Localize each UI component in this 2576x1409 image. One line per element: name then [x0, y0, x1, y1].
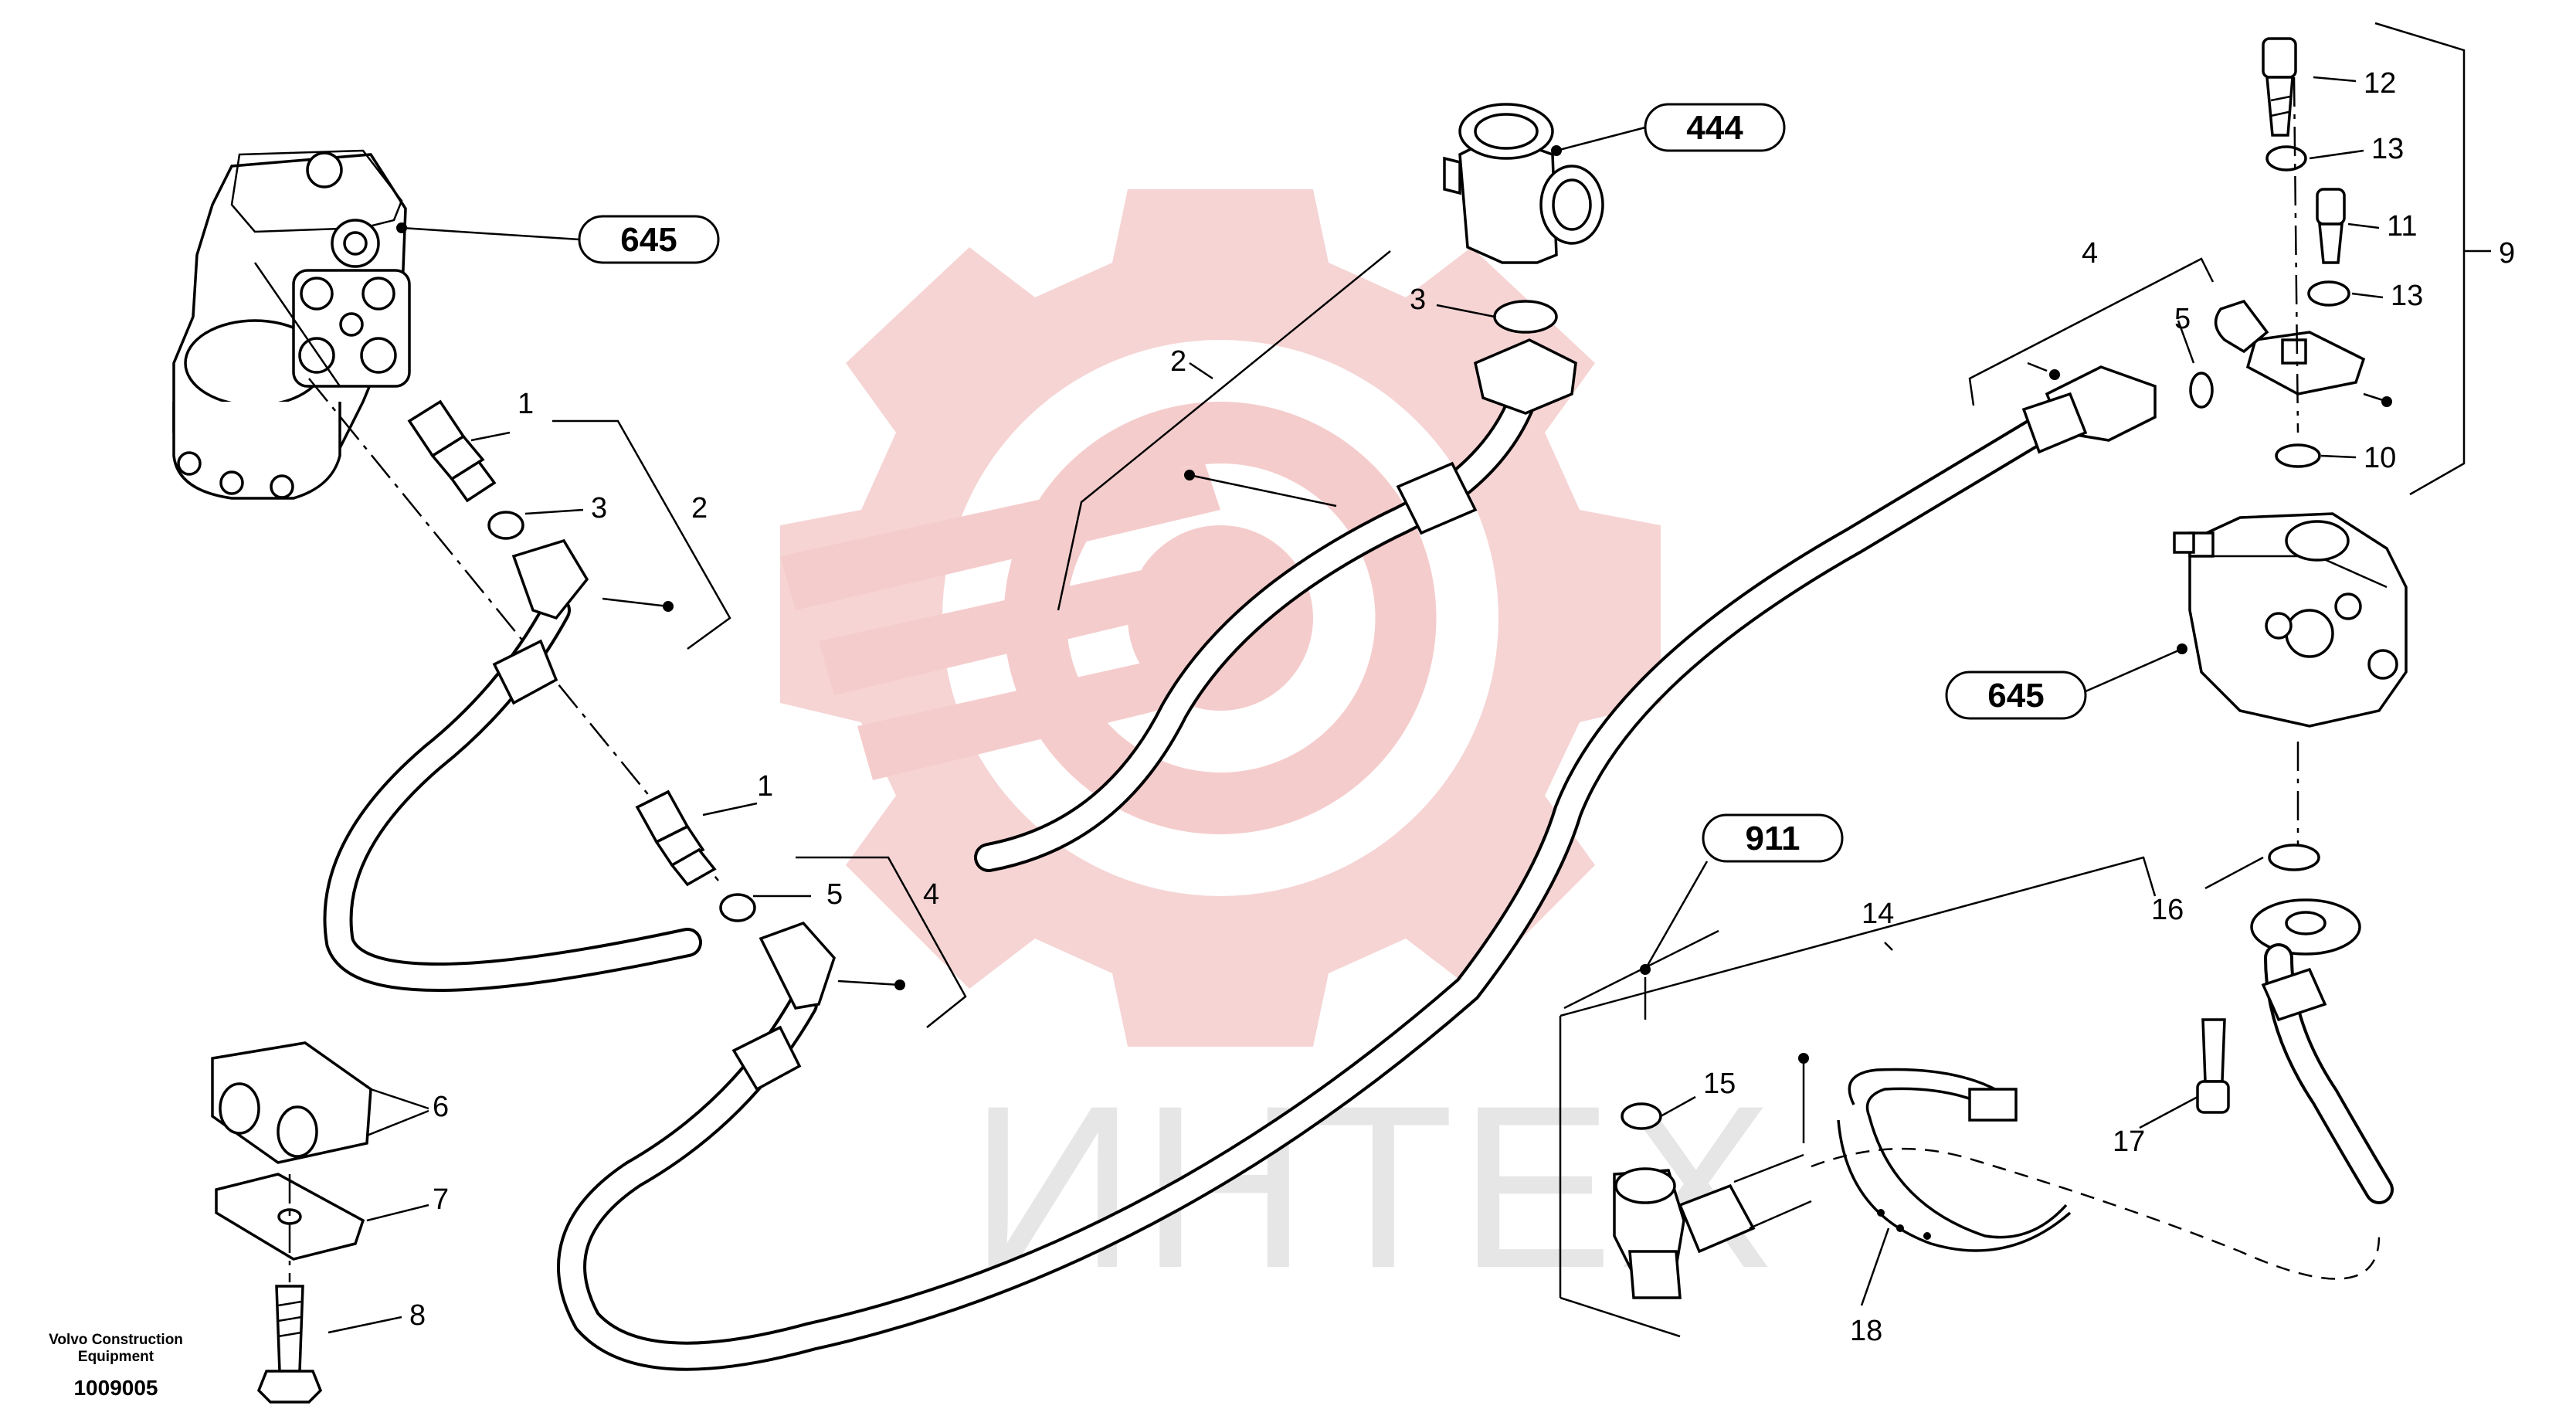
label-part-10: 10 — [2364, 442, 2396, 474]
label-part-11: 11 — [2387, 210, 2417, 243]
hose-4-long — [557, 365, 2157, 1371]
adapter-fitting-1-upper — [407, 399, 497, 503]
label-part-18: 18 — [1850, 1315, 1882, 1347]
center-line — [308, 378, 719, 881]
callout-badge-645-right: 645 — [1945, 671, 2087, 720]
watermark-gear-logo — [780, 189, 1661, 1047]
cover-plate-7 — [215, 1173, 365, 1261]
snap-ring-16 — [2268, 844, 2320, 871]
bracket-9 — [2374, 22, 2466, 496]
o-ring-5-right — [2189, 372, 2214, 409]
svg-text:444: 444 — [1686, 109, 1743, 147]
label-part-2-middle: 2 — [1170, 345, 1186, 378]
o-ring-15 — [1621, 1102, 1662, 1130]
mounting-bracket — [2214, 299, 2366, 396]
label-part-5-left: 5 — [826, 878, 843, 911]
flange-hose-16 — [2250, 898, 2394, 1204]
adapter-fitting-1-lower — [635, 789, 717, 887]
screw-17 — [2196, 1018, 2230, 1114]
screw-12 — [2262, 37, 2297, 137]
leader-dot — [396, 222, 407, 233]
label-part-4-left: 4 — [923, 878, 939, 911]
drawing-footer: Volvo Construction Equipment 1009005 — [49, 1332, 183, 1400]
o-ring-3-middle — [1493, 300, 1558, 334]
snap-ring-10 — [2275, 443, 2321, 468]
o-ring-5-left — [719, 893, 756, 922]
bracket-14 — [1560, 856, 2157, 1017]
bracket-2-middle — [1057, 250, 1391, 611]
label-part-2-left: 2 — [691, 492, 708, 525]
part-number-labels: 1 3 2 1 5 4 6 7 8 2 3 4 5 12 13 11 13 9 … — [409, 67, 2515, 1347]
callout-badge-911: 911 — [1702, 813, 1844, 863]
label-part-14: 14 — [1862, 898, 1894, 930]
washer-13-lower — [2307, 280, 2350, 307]
hose-routing-dashed — [1811, 1147, 2381, 1280]
clamp-block-6 — [211, 1041, 372, 1164]
callout-badge-444: 444 — [1644, 103, 1786, 152]
hydraulic-pump — [2173, 512, 2408, 728]
maker-line-1: Volvo Construction — [49, 1332, 183, 1348]
label-part-17: 17 — [2113, 1126, 2145, 1158]
label-part-7: 7 — [433, 1183, 449, 1216]
label-part-6: 6 — [433, 1091, 449, 1123]
steering-valve — [172, 149, 411, 500]
label-part-1-upper: 1 — [518, 388, 534, 420]
svg-text:911: 911 — [1746, 820, 1800, 857]
bolt-8 — [256, 1285, 323, 1404]
label-part-3-middle: 3 — [1410, 283, 1426, 316]
hose-2-left — [323, 538, 702, 992]
bracket-2-left — [552, 419, 731, 650]
label-part-13-lower: 13 — [2391, 280, 2423, 312]
label-part-3-left: 3 — [591, 492, 607, 525]
washer-13-upper — [2265, 145, 2307, 171]
tee-fitting — [1443, 103, 1604, 264]
label-part-4-right: 4 — [2082, 237, 2098, 270]
screw-11 — [2316, 188, 2346, 264]
svg-text:645: 645 — [1987, 677, 2044, 715]
o-ring-3-left — [487, 511, 524, 540]
label-part-13-upper: 13 — [2371, 133, 2404, 165]
bracket-4-right — [1968, 257, 2215, 406]
hose-2-middle — [974, 338, 1577, 872]
label-part-9: 9 — [2499, 237, 2515, 270]
hose-clamp-18 — [1837, 1068, 2072, 1252]
label-part-12: 12 — [2364, 67, 2396, 100]
label-part-5-right: 5 — [2174, 303, 2191, 335]
svg-text:645: 645 — [620, 221, 677, 259]
label-part-1-lower: 1 — [757, 770, 773, 803]
maker-line-2: Equipment — [78, 1349, 154, 1365]
label-part-16: 16 — [2151, 894, 2184, 926]
callout-badge-645-top: 645 — [578, 215, 720, 264]
drawing-number: 1009005 — [73, 1376, 158, 1400]
leader-645-top — [401, 226, 580, 241]
bracket-4-left — [796, 856, 967, 1028]
label-part-8: 8 — [409, 1299, 426, 1332]
elbow-fitting-15 — [1613, 1153, 1812, 1299]
label-part-15: 15 — [1703, 1068, 1736, 1100]
